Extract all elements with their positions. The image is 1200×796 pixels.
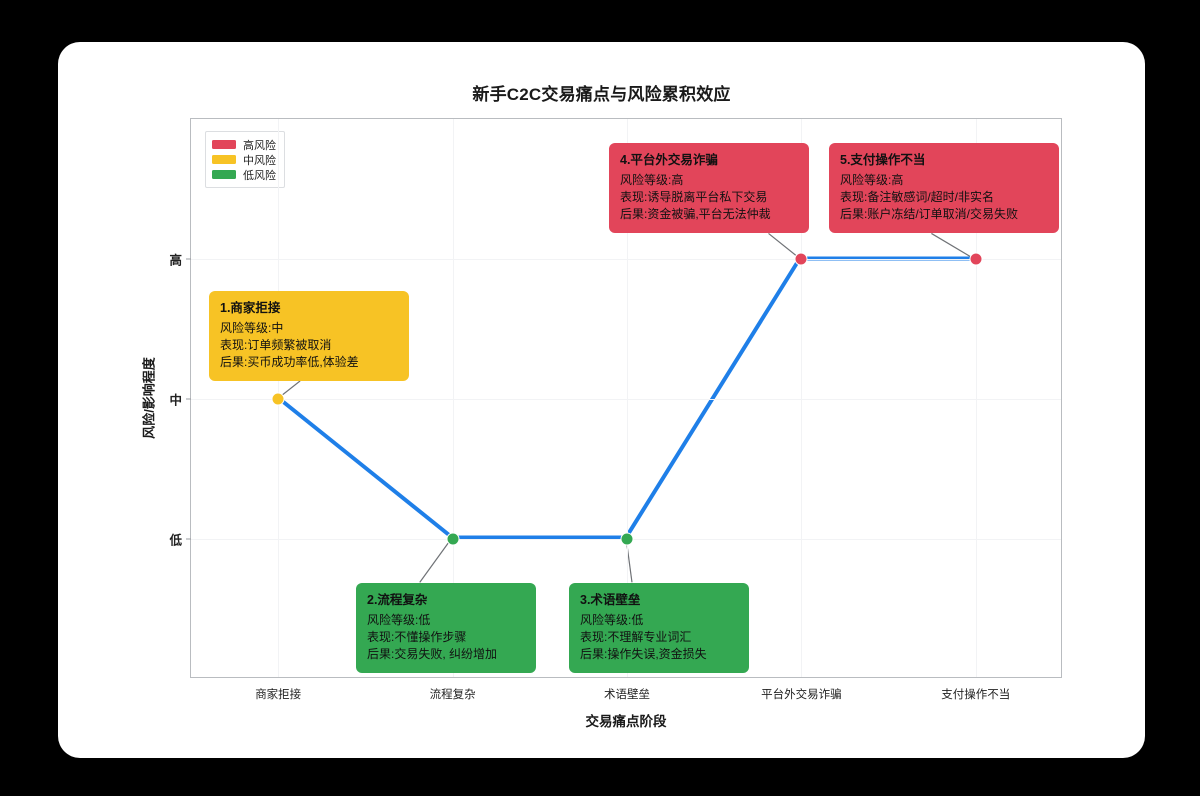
annotation-result: 后果:账户冻结/订单取消/交易失败: [840, 206, 1019, 221]
annotation-box-1: 1.商家拒接风险等级:中表现:订单频繁被取消后果:买币成功率低,体验差: [209, 291, 409, 381]
gridline-vertical: [452, 119, 454, 677]
legend-swatch-high-icon: [212, 140, 236, 149]
gridline-vertical: [975, 119, 977, 677]
gridline-vertical: [627, 119, 628, 677]
legend-item-low: 低风险: [212, 167, 276, 182]
annotation-title: 4.平台外交易诈骗: [620, 153, 718, 167]
y-tick-mark: [186, 398, 191, 400]
legend: 高风险 中风险 低风险: [205, 131, 285, 188]
annotation-level: 风险等级:高: [620, 172, 684, 187]
chart-card: 新手C2C交易痛点与风险累积效应 高风险 中风险 低风险: [58, 42, 1145, 758]
x-tick-label: 平台外交易诈骗: [761, 689, 842, 701]
plot-area: 高风险 中风险 低风险 风险/影响程度 交易痛点阶段 低 中 高商家拒接 流程复杂 术语…: [141, 118, 1062, 729]
y-axis-label: 风险/影响程度: [141, 357, 157, 439]
annotation-symptom: 表现:诱导脱离平台私下交易: [620, 189, 768, 204]
gridline-horizontal: [191, 399, 1061, 400]
annotation-box-4: 4.平台外交易诈骗风险等级:高表现:诱导脱离平台私下交易后果:资金被骗,平台无法…: [609, 143, 809, 233]
legend-item-mid: 中风险: [212, 152, 276, 167]
y-tick-mark: [186, 258, 191, 260]
legend-label-high: 高风险: [243, 139, 276, 152]
annotation-level: 风险等级:低: [580, 612, 644, 627]
x-tick-label: 术语壁垒: [604, 689, 650, 701]
annotation-leader-line: [419, 537, 453, 583]
legend-label-mid: 中风险: [243, 154, 276, 167]
annotation-result: 后果:资金被骗,平台无法仲裁: [620, 206, 771, 221]
annotation-result: 后果:买币成功率低,体验差: [220, 354, 359, 369]
x-axis-label: 交易痛点阶段: [585, 714, 667, 729]
annotation-level: 风险等级:中: [220, 320, 284, 335]
annotation-result: 后果:交易失败, 纠纷增加: [367, 646, 498, 661]
x-tick-label: 支付操作不当: [941, 689, 1011, 701]
legend-swatch-low-icon: [212, 170, 236, 179]
legend-label-low: 低风险: [243, 169, 276, 182]
annotation-box-5: 5.支付操作不当风险等级:高表现:备注敏感词/超时/非实名后果:账户冻结/订单取…: [829, 143, 1059, 233]
data-point-2[interactable]: [446, 532, 460, 546]
y-tick-label: 高: [169, 253, 182, 268]
legend-item-high: 高风险: [212, 137, 276, 152]
y-tick-label: 中: [169, 393, 182, 408]
x-tick-label: 流程复杂: [429, 689, 476, 701]
y-tick-label: 低: [169, 533, 182, 548]
data-point-5[interactable]: [969, 252, 983, 266]
annotation-box-2: 2.流程复杂风险等级:低表现:不懂操作步骤后果:交易失败, 纠纷增加: [356, 583, 536, 673]
data-point-3[interactable]: [620, 532, 634, 546]
annotation-title: 2.流程复杂: [367, 593, 428, 607]
annotation-title: 1.商家拒接: [220, 301, 281, 315]
annotation-result: 后果:操作失误,资金损失: [580, 646, 707, 661]
annotation-level: 风险等级:低: [367, 612, 431, 627]
annotation-title: 5.支付操作不当: [840, 153, 926, 167]
gridline-vertical: [801, 119, 803, 677]
annotation-symptom: 表现:备注敏感词/超时/非实名: [840, 189, 995, 204]
annotation-leader-line: [931, 232, 974, 260]
annotation-box-3: 3.术语壁垒风险等级:低表现:不理解专业词汇后果:操作失误,资金损失: [569, 583, 749, 673]
data-point-1[interactable]: [271, 392, 285, 406]
chart-title: 新手C2C交易痛点与风险累积效应: [472, 85, 731, 104]
y-tick-mark: [186, 538, 191, 540]
annotation-leader-line: [768, 232, 801, 259]
annotation-symptom: 表现:不懂操作步骤: [367, 629, 467, 644]
legend-swatch-mid-icon: [212, 155, 236, 164]
annotation-symptom: 表现:不理解专业词汇: [580, 629, 692, 644]
gridline-horizontal: [191, 259, 1061, 260]
annotation-level: 风险等级:高: [840, 172, 904, 187]
annotation-title: 3.术语壁垒: [580, 593, 641, 607]
x-tick-label: 商家拒接: [255, 689, 302, 701]
annotation-symptom: 表现:订单频繁被取消: [220, 337, 332, 352]
data-point-4[interactable]: [794, 252, 808, 266]
